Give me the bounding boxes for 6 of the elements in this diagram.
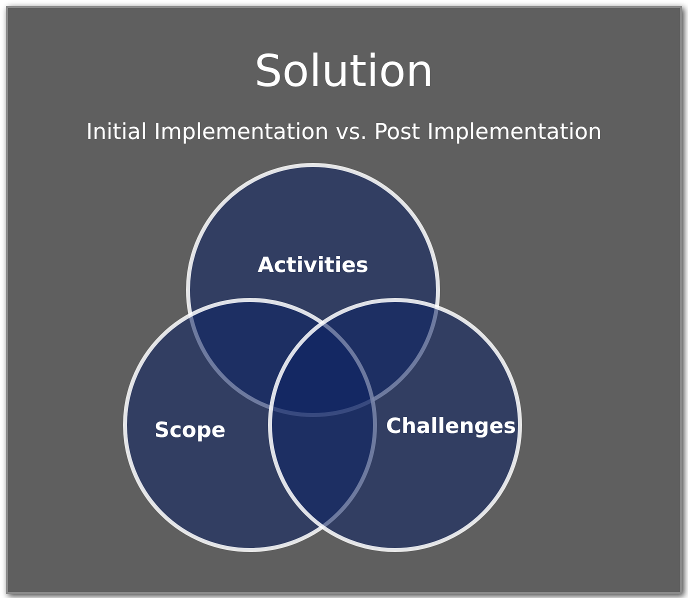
- circle-label: Challenges: [386, 414, 516, 438]
- title: Solution: [253, 46, 435, 97]
- subtitle: Initial Implementation vs. Post Implementation: [85, 120, 603, 145]
- venn-circle: [267, 297, 523, 553]
- circle-label: Activities: [258, 253, 368, 277]
- circle-label: Scope: [154, 418, 226, 442]
